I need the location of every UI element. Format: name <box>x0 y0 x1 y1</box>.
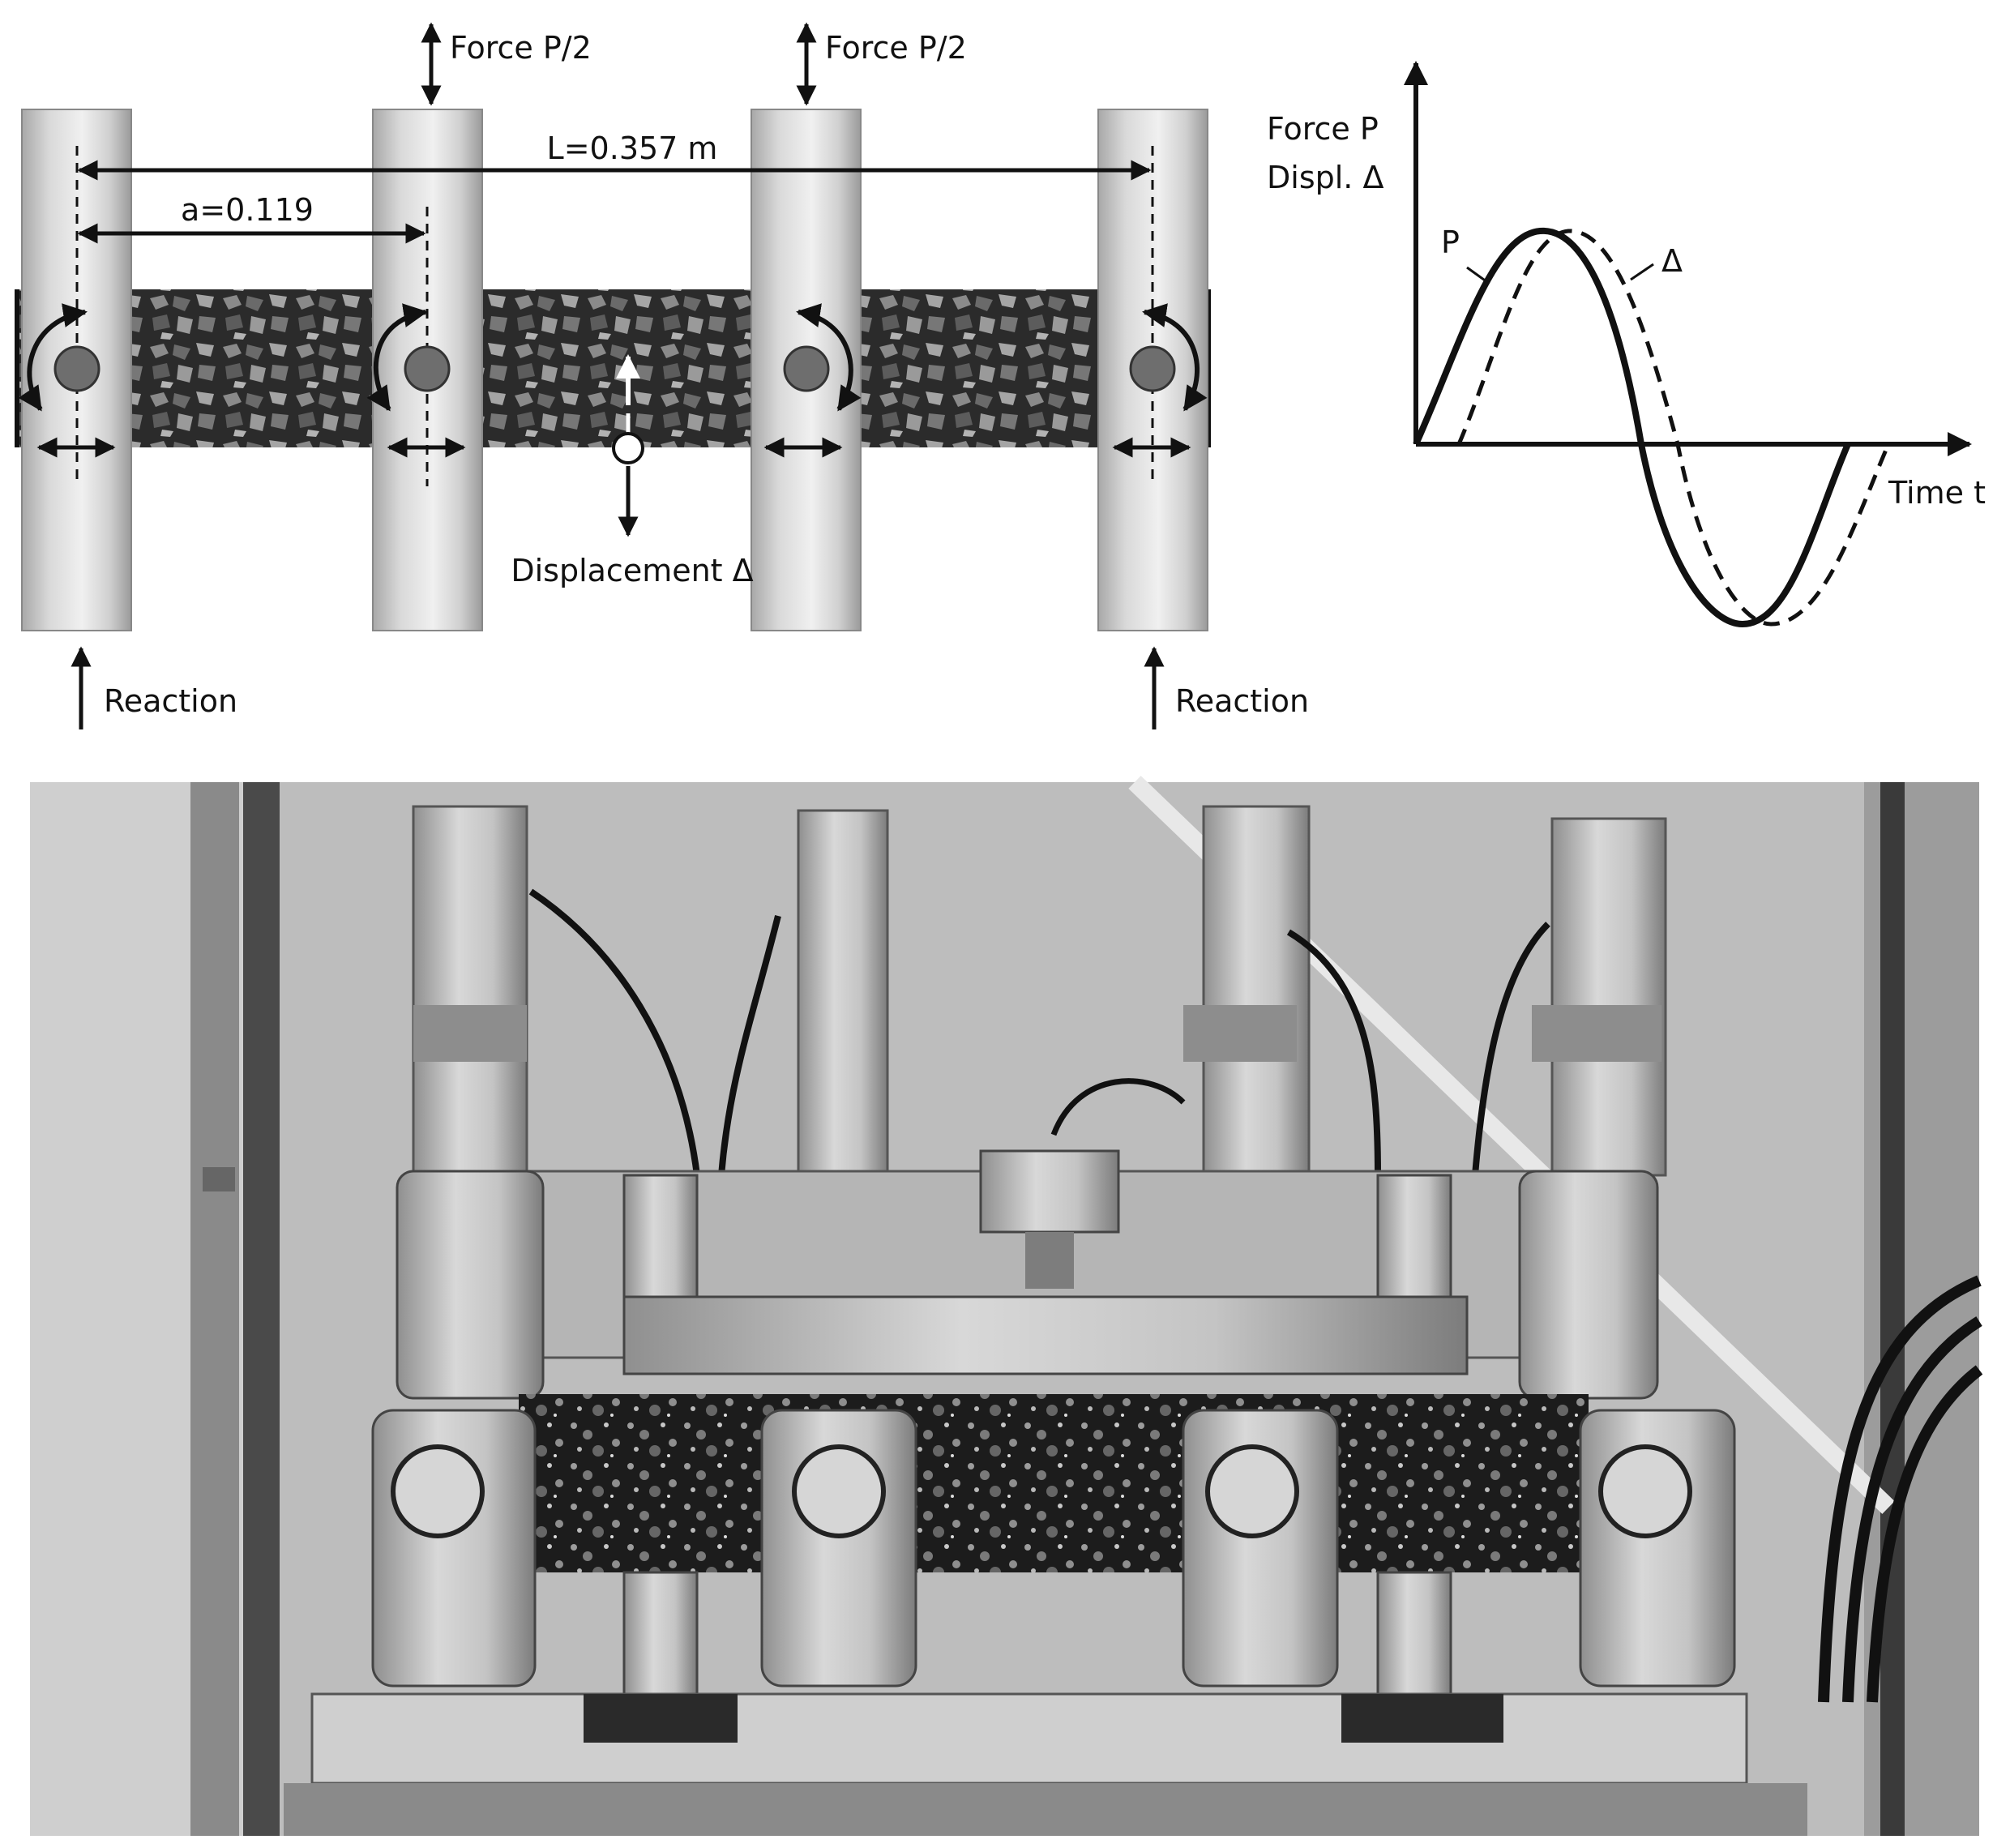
base-slot-left <box>584 1694 738 1743</box>
curve-delta-leader <box>1630 263 1654 281</box>
rotation-arrow-outer-right <box>1142 303 1208 412</box>
pin-outer-left <box>53 345 100 392</box>
force-label-left: Force P/2 <box>450 30 592 66</box>
cable-5 <box>1050 1078 1186 1136</box>
reaction-label-left: Reaction <box>104 683 237 719</box>
reaction-label-right: Reaction <box>1175 683 1309 719</box>
curve-displacement <box>1456 229 1891 627</box>
base-slot-right <box>1341 1694 1503 1743</box>
base-lower-cylinder-left <box>622 1571 699 1696</box>
cable-bundle-3 <box>1867 1365 1983 1703</box>
displacement-label: Displacement Δ <box>511 553 753 588</box>
actuator-collar-3 <box>1183 1005 1297 1062</box>
bolt-icon-1 <box>391 1444 485 1538</box>
base-plate <box>310 1692 1748 1785</box>
span-label: L=0.357 m <box>547 130 718 166</box>
bolt-icon-4 <box>1598 1444 1692 1538</box>
asphalt-specimen <box>519 1394 1589 1572</box>
cable-bundle-1 <box>1818 1275 1982 1703</box>
lvdt-left <box>622 1174 699 1298</box>
clamp-block-upper-1 <box>396 1170 545 1400</box>
cable-bundle-2 <box>1842 1316 1982 1703</box>
shear-span-label: a=0.119 <box>181 192 314 228</box>
schematic: L=0.357 m a=0.119 Force P/2 Force P/2 Di… <box>15 22 1309 729</box>
rotation-arrow-inner-left <box>366 303 428 412</box>
crossbar <box>622 1295 1469 1375</box>
cabinet-frame-left-inner <box>243 782 280 1836</box>
graph-y-label-line2: Displ. Δ <box>1267 160 1383 195</box>
force-label-right: Force P/2 <box>825 30 967 66</box>
load-cell-screw <box>1025 1232 1074 1289</box>
actuator-post-3 <box>1202 805 1311 1181</box>
load-cell <box>979 1149 1120 1234</box>
actuator-post-4 <box>1550 817 1667 1177</box>
graph-y-label-line1: Force P <box>1267 111 1379 147</box>
curve-p-label: P <box>1441 225 1460 260</box>
actuator-collar-1 <box>413 1005 527 1062</box>
time-graph: Force P Displ. Δ Time t P Δ <box>1267 61 1986 628</box>
cabinet-frame-right <box>1880 782 1905 1836</box>
displacement-point-icon <box>612 432 644 464</box>
pin-outer-right <box>1129 345 1176 392</box>
curve-delta-label: Δ <box>1661 243 1683 279</box>
specimen-end-cap-left <box>15 289 19 447</box>
hinge-left <box>203 1167 235 1191</box>
actuator-collar-4 <box>1532 1005 1661 1062</box>
graph-x-label: Time t <box>1888 475 1986 511</box>
rotation-arrow-inner-right <box>796 303 862 412</box>
clamp-block-upper-4 <box>1518 1170 1659 1400</box>
bolt-icon-2 <box>792 1444 886 1538</box>
actuator-post-2 <box>797 809 889 1177</box>
base-lower-cylinder-right <box>1376 1571 1452 1696</box>
test-rig-photo <box>30 776 1983 1836</box>
lvdt-right <box>1376 1174 1452 1298</box>
curve-force-p <box>1413 227 1851 628</box>
cable-4 <box>1472 922 1550 1176</box>
specimen-beam <box>16 289 1208 447</box>
rotation-arrow-outer-left <box>18 303 88 412</box>
base-bottom <box>284 1783 1807 1836</box>
curve-p-leader <box>1466 266 1488 284</box>
pin-inner-right <box>783 345 830 392</box>
bolt-icon-3 <box>1205 1444 1299 1538</box>
cable-1 <box>528 888 700 1176</box>
cabinet-frame-left <box>190 782 239 1836</box>
cable-2 <box>718 915 781 1176</box>
actuator-post-1 <box>412 805 528 1181</box>
pin-inner-left <box>404 345 451 392</box>
cable-3 <box>1286 929 1381 1176</box>
